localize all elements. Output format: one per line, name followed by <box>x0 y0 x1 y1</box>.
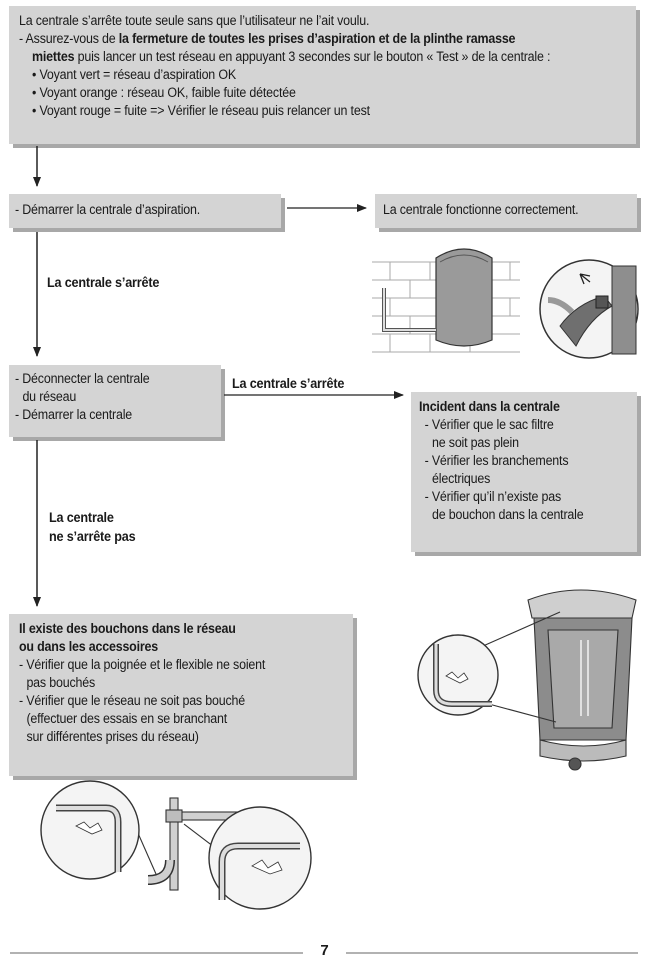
blockage-line: sur différentes prises du réseau) <box>26 729 199 744</box>
instruction-line: - Assurez-vous de la fermeture de toutes… <box>19 31 516 46</box>
incident-line: - Vérifier qu’il n’existe pas <box>424 489 562 504</box>
incident-title: Incident dans la centrale <box>419 399 560 414</box>
blockage-line: pas bouchés <box>26 675 96 690</box>
page-number: 7 <box>320 942 329 959</box>
ok-result-text: La centrale fonctionne correctement. <box>383 202 579 217</box>
disconnect-line: du réseau <box>22 389 77 404</box>
incident-line: ne soit pas plein <box>432 435 519 450</box>
ok-result-box: La centrale fonctionne correctement. <box>375 194 637 228</box>
stops-label-2: La centrale s’arrête <box>232 376 345 391</box>
bullet-orange: • Voyant orange : réseau OK, faible fuit… <box>32 85 296 100</box>
start-step-text: - Démarrer la centrale d’aspiration. <box>15 202 201 217</box>
bullet-green: • Voyant vert = réseau d’aspiration OK <box>32 67 236 82</box>
instruction-line-cont: miettes puis lancer un test réseau en ap… <box>32 49 551 64</box>
blockage-title: Il existe des bouchons dans le réseau <box>19 621 236 636</box>
blockage-line: - Vérifier que le réseau ne soit pas bou… <box>19 693 245 708</box>
blockage-line: - Vérifier que la poignée et le flexible… <box>19 657 266 672</box>
intro-line: La centrale s’arrête toute seule sans qu… <box>19 13 370 28</box>
incident-line: électriques <box>432 471 491 486</box>
blockage-line: (effectuer des essais en se branchant <box>26 711 228 726</box>
disconnect-step-box: - Déconnecter la centrale du réseau - Dé… <box>9 365 221 437</box>
wall-unit-illustration <box>372 248 520 353</box>
stops-label-1: La centrale s’arrête <box>47 275 160 290</box>
test-button-detail-illustration <box>539 259 639 359</box>
blockage-title: ou dans les accessoires <box>19 639 159 654</box>
not-stop-label: La centrale ne s’arrête pas <box>49 510 136 544</box>
incident-line: - Vérifier les branchements <box>424 453 569 468</box>
blockage-box: Il existe des bouchons dans le réseau ou… <box>9 614 353 776</box>
incident-line: de bouchon dans la centrale <box>432 507 584 522</box>
disconnect-line: - Démarrer la centrale <box>15 407 133 422</box>
start-step-box: - Démarrer la centrale d’aspiration. <box>9 194 281 228</box>
pipe-blockage-illustration <box>40 780 312 910</box>
incident-box: Incident dans la centrale - Vérifier que… <box>411 392 637 552</box>
test-instructions-box: La centrale s’arrête toute seule sans qu… <box>9 6 636 144</box>
incident-line: - Vérifier que le sac filtre <box>424 417 554 432</box>
central-unit-illustration <box>417 589 637 771</box>
bullet-red: • Voyant rouge = fuite => Vérifier le ré… <box>32 103 370 118</box>
disconnect-line: - Déconnecter la centrale <box>15 371 150 386</box>
